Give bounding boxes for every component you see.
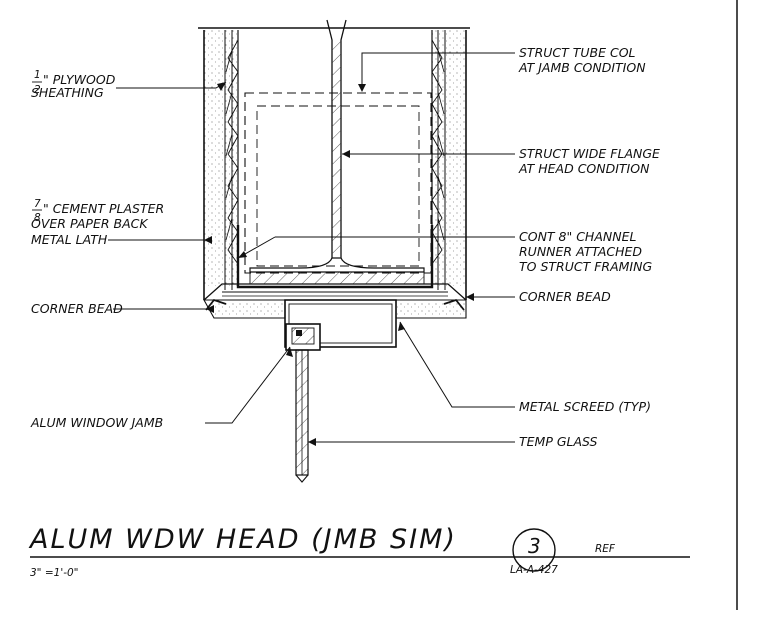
- window-jamb-label: ALUM WINDOW JAMB: [30, 415, 163, 430]
- corner-bead-right-label: CORNER BEAD: [519, 289, 611, 304]
- plaster-frac-den: 8: [34, 212, 41, 224]
- struct-tube-column-inner: [256, 105, 420, 267]
- channel-label-line1: CONT 8" CHANNEL: [519, 229, 636, 244]
- tube-col-label-line2: AT JAMB CONDITION: [518, 60, 646, 75]
- leader-lines: [108, 52, 515, 443]
- sheet-reference: LA-A-427: [510, 564, 558, 576]
- ref-label: REF: [595, 543, 616, 555]
- plywood-frac-num: 1: [34, 69, 41, 81]
- channel-label-line2: RUNNER ATTACHED: [519, 244, 642, 259]
- title-block: ALUM WDW HEAD (JMB SIM) 3" =1'-0" 3 LA-A…: [28, 524, 690, 579]
- plaster-label-line2: OVER PAPER BACK: [31, 216, 149, 231]
- wide-flange-web: [249, 19, 425, 273]
- plaster-label-line1: " CEMENT PLASTER: [43, 201, 164, 216]
- channel-runner: [236, 225, 434, 289]
- plywood-label-line2: SHEATHING: [31, 85, 104, 100]
- corner-bead-right-shape: [443, 298, 465, 311]
- right-plaster-wall: [430, 30, 467, 300]
- plywood-label-line1: " PLYWOOD: [43, 72, 116, 87]
- detail-number: 3: [528, 534, 541, 558]
- plaster-label-line3: METAL LATH: [31, 232, 108, 247]
- left-plaster-wall: [203, 30, 239, 300]
- temp-glass-pane: [295, 349, 309, 483]
- callout-tube-column: STRUCT TUBE COL AT JAMB CONDITION: [518, 45, 646, 75]
- callout-plywood: 1 2 " PLYWOOD SHEATHING: [31, 69, 116, 100]
- corner-bead-left-shape: [205, 298, 227, 311]
- detail-number-bubble: [512, 528, 556, 572]
- wide-flange-label-line1: STRUCT WIDE FLANGE: [519, 146, 660, 161]
- arrowheads: [204, 82, 474, 446]
- wide-flange-label-line2: AT HEAD CONDITION: [518, 161, 650, 176]
- metal-screed-label: METAL SCREED (TYP): [519, 399, 651, 414]
- plaster-frac-num: 7: [34, 198, 41, 210]
- detail-title: ALUM WDW HEAD (JMB SIM): [28, 524, 457, 555]
- corner-bead-left-label: CORNER BEAD: [31, 301, 123, 316]
- window-head-frame: [284, 299, 397, 351]
- callout-channel-runner: CONT 8" CHANNEL RUNNER ATTACHED TO STRUC…: [519, 229, 652, 274]
- temp-glass-label: TEMP GLASS: [519, 434, 598, 449]
- detail-scale: 3" =1'-0": [30, 567, 79, 579]
- plaster-soffit: [203, 283, 467, 319]
- tube-col-label-line1: STRUCT TUBE COL: [519, 45, 636, 60]
- callout-cement-plaster: 7 8 " CEMENT PLASTER OVER PAPER BACK MET…: [31, 198, 164, 247]
- channel-label-line3: TO STRUCT FRAMING: [519, 259, 652, 274]
- callout-wide-flange: STRUCT WIDE FLANGE AT HEAD CONDITION: [518, 146, 660, 176]
- plywood-frac-den: 2: [34, 84, 41, 96]
